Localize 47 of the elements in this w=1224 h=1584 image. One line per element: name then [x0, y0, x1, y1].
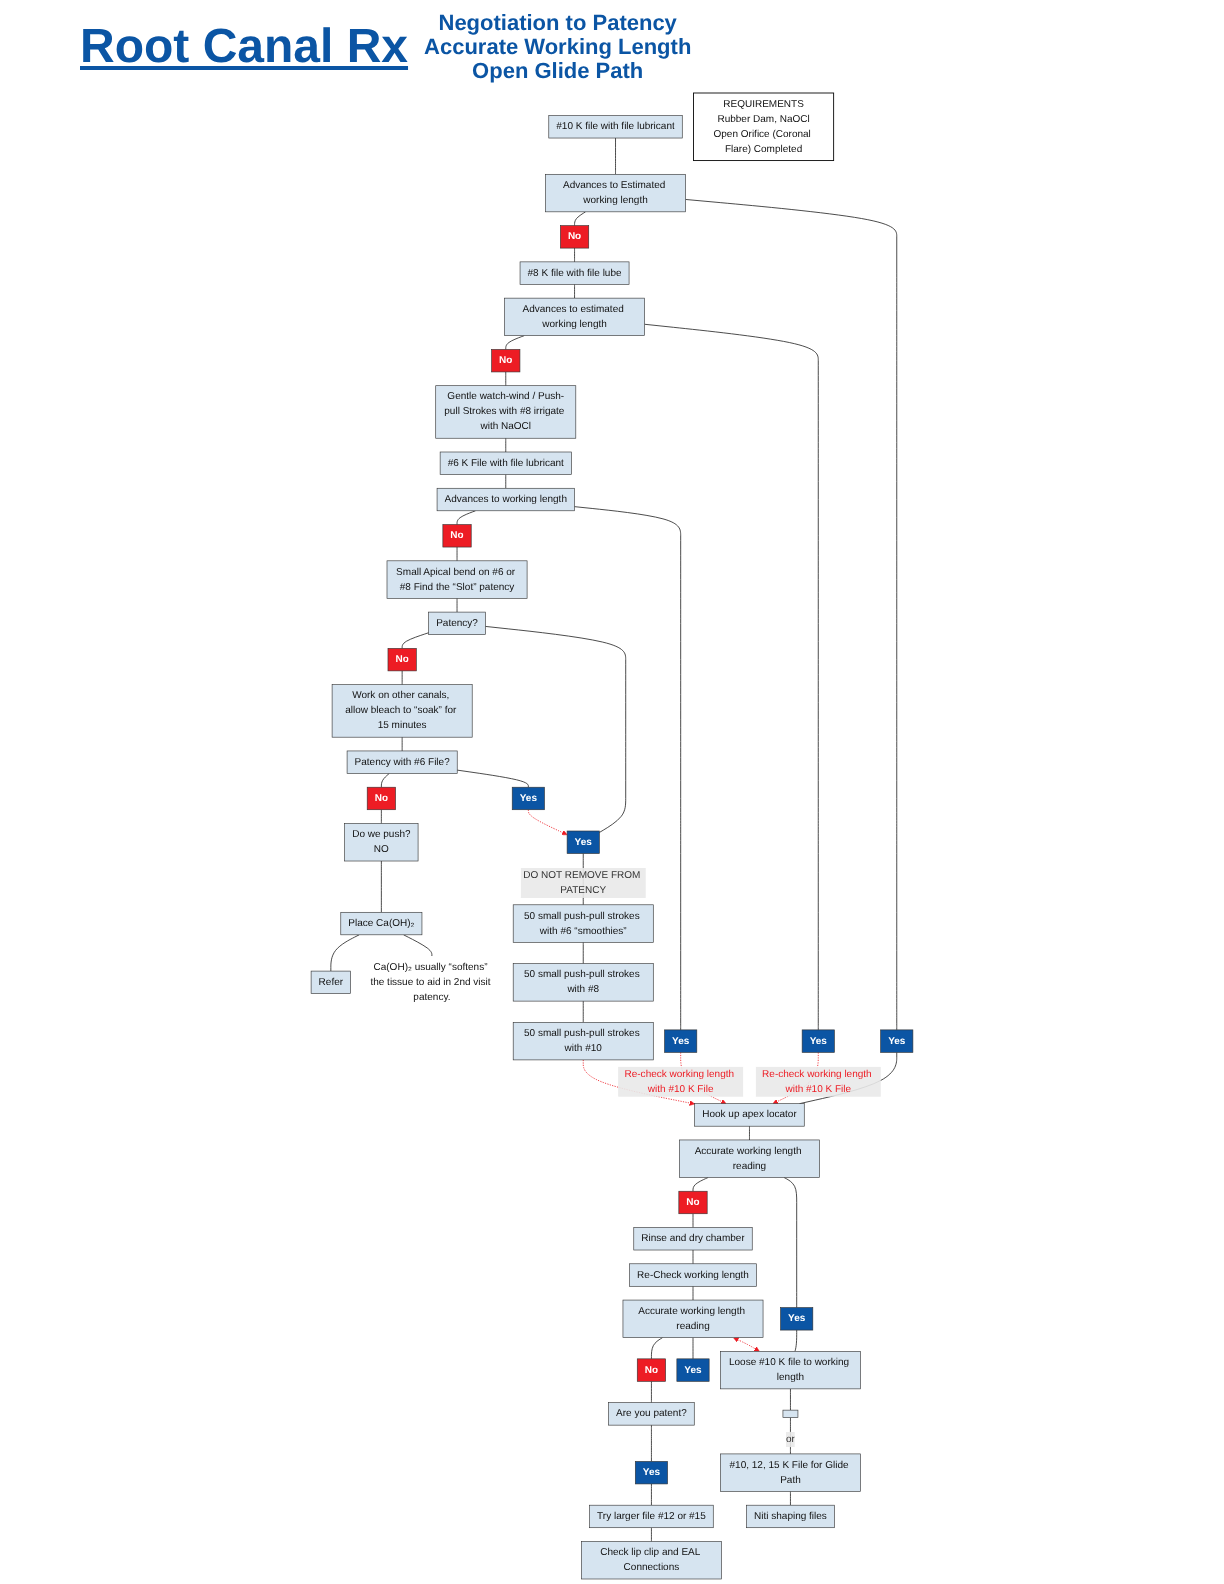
- connector: [505, 371, 507, 387]
- connector: [615, 137, 616, 175]
- connector: [505, 335, 525, 350]
- connector: [401, 670, 403, 686]
- connector: [794, 1329, 798, 1352]
- arrow: [733, 1337, 760, 1352]
- connector: [456, 597, 458, 613]
- connector: [651, 1337, 663, 1360]
- connector: [651, 1380, 652, 1404]
- connector: [790, 1388, 791, 1411]
- connector: [401, 632, 430, 649]
- connector: [456, 546, 458, 562]
- connector: [380, 860, 382, 913]
- connector: [651, 1483, 652, 1506]
- connector: [574, 506, 682, 1031]
- connector: [380, 809, 382, 824]
- connector: [574, 247, 575, 263]
- connector: [456, 510, 476, 525]
- connector: [403, 934, 433, 957]
- connector: [582, 941, 584, 964]
- title: Root Canal Rx: [80, 20, 409, 76]
- connector: [651, 1424, 652, 1462]
- connector: [749, 1125, 750, 1141]
- connector: [692, 1177, 709, 1192]
- connector: [505, 437, 507, 453]
- connector: [582, 1000, 584, 1023]
- connector: [505, 474, 507, 489]
- connector: [651, 1527, 652, 1542]
- connector: [330, 934, 360, 972]
- node-box: [782, 1409, 799, 1418]
- connector: [574, 211, 586, 226]
- connector: [456, 769, 529, 788]
- connector: [692, 1337, 694, 1360]
- connector: [692, 1249, 694, 1265]
- connector: [574, 283, 575, 299]
- connector: [644, 323, 819, 1031]
- subtitle-line: Accurate Working Length: [424, 36, 692, 60]
- connector: [783, 1177, 798, 1308]
- subtitle-line: Negotiation to Patency: [438, 12, 677, 36]
- connector: [685, 199, 898, 1031]
- connector: [790, 1491, 791, 1506]
- connector: [380, 773, 390, 788]
- subtitle-line: Open Glide Path: [472, 60, 644, 84]
- connector: [692, 1285, 694, 1301]
- connector: [692, 1213, 694, 1228]
- connector: [401, 736, 403, 752]
- connector: [485, 626, 627, 833]
